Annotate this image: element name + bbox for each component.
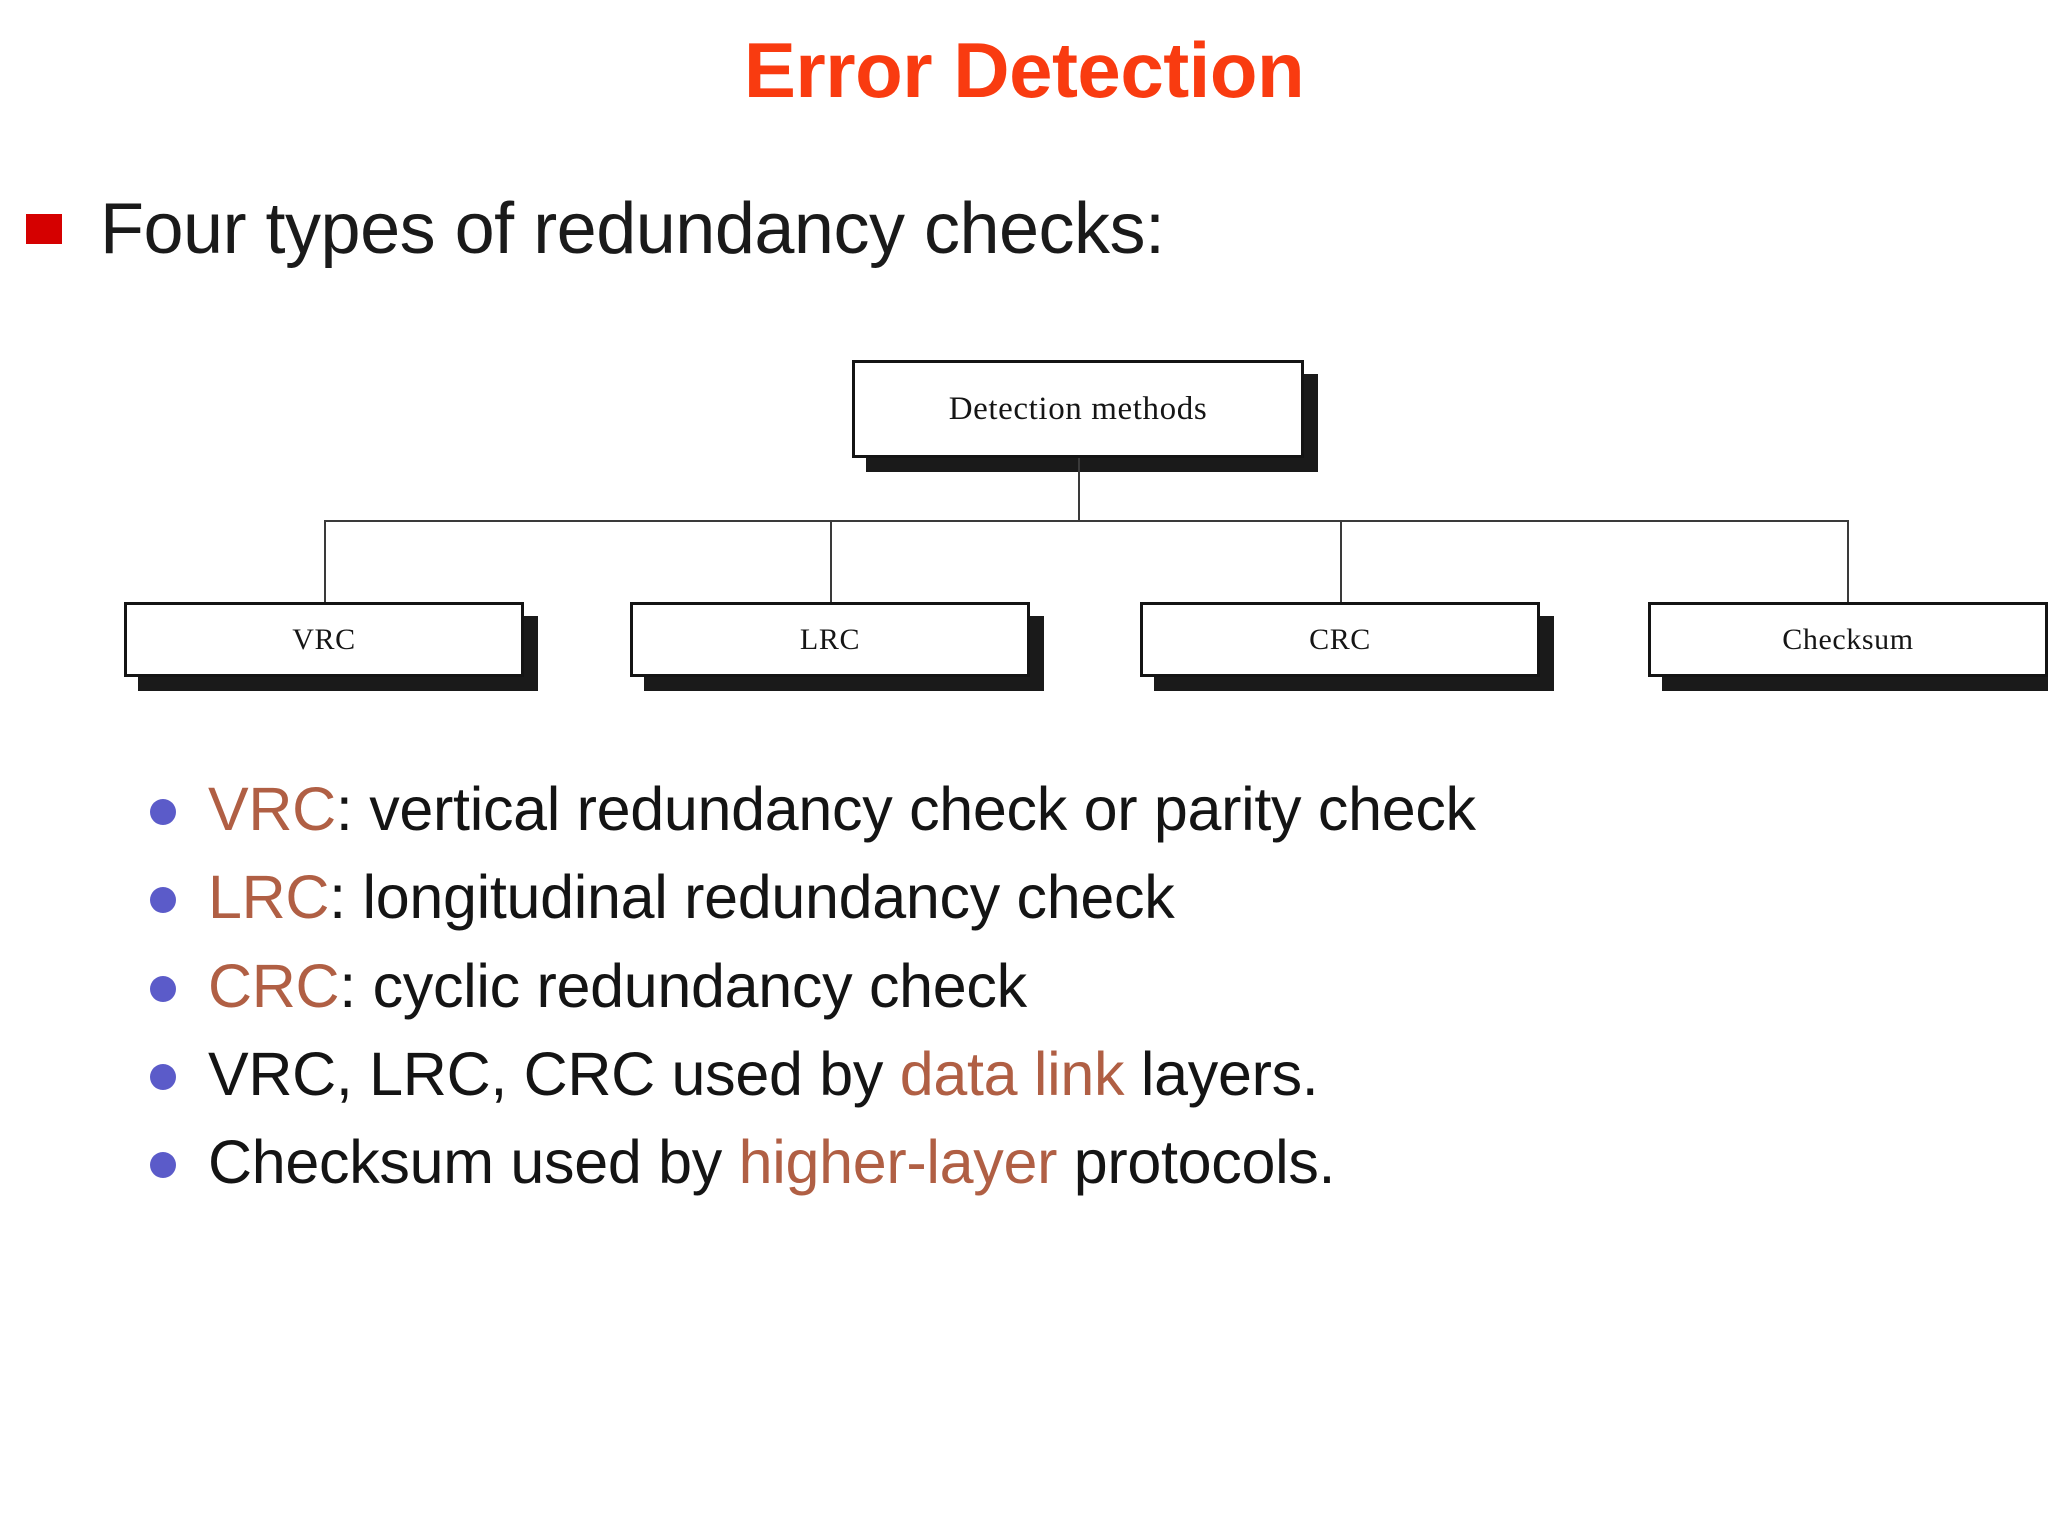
connector-horizontal-bus xyxy=(324,520,1848,522)
page-title: Error Detection xyxy=(743,26,1305,114)
detection-methods-diagram: Detection methods VRC LRC CRC Checksum xyxy=(0,350,2048,680)
connector-drop-checksum xyxy=(1847,520,1849,602)
list-item-separator: : xyxy=(335,775,370,843)
redundancy-check-list: VRC: vertical redundancy check or parity… xyxy=(150,775,2010,1217)
diagram-node-checksum: Checksum xyxy=(1648,602,2048,677)
connector-root-vertical xyxy=(1078,458,1080,520)
list-item-label: VRC: vertical redundancy check or parity… xyxy=(208,775,1476,843)
keyword-data-link: data link xyxy=(899,1039,1125,1108)
keyword-lrc: LRC xyxy=(208,863,330,932)
diagram-node-root: Detection methods xyxy=(852,360,1304,458)
keyword-crc: CRC xyxy=(208,951,340,1020)
lead-bullet-label: Four types of redundancy checks: xyxy=(100,189,1165,269)
diagram-node-crc: CRC xyxy=(1140,602,1540,677)
diagram-node-lrc: LRC xyxy=(630,602,1030,677)
round-bullet-icon xyxy=(150,887,176,914)
list-item: CRC: cyclic redundancy check xyxy=(150,952,2010,1020)
list-item-prefix: VRC, LRC, CRC used by xyxy=(208,1039,900,1108)
round-bullet-icon xyxy=(150,1063,176,1090)
list-item-text: cyclic redundancy check xyxy=(372,951,1028,1020)
list-item-separator: : xyxy=(339,951,373,1020)
list-item-label: VRC, LRC, CRC used by data link layers. xyxy=(208,1039,1319,1108)
list-item-text: vertical redundancy check or parity chec… xyxy=(369,775,1476,843)
list-item: VRC, LRC, CRC used by data link layers. xyxy=(150,1040,2010,1108)
list-item-label: LRC: longitudinal redundancy check xyxy=(208,863,1175,932)
list-item-text: longitudinal redundancy check xyxy=(362,863,1175,932)
keyword-higher-layer: higher-layer xyxy=(738,1128,1058,1197)
round-bullet-icon xyxy=(150,799,176,825)
connector-drop-crc xyxy=(1340,520,1342,602)
connector-drop-lrc xyxy=(830,520,832,602)
red-square-bullet-icon xyxy=(26,214,62,244)
list-item-text: protocols. xyxy=(1057,1128,1336,1197)
list-item-text: layers. xyxy=(1124,1039,1319,1108)
list-item: Checksum used by higher-layer protocols. xyxy=(150,1128,2010,1196)
lead-bullet-row: Four types of redundancy checks: xyxy=(26,188,1165,270)
keyword-vrc: VRC xyxy=(208,775,336,843)
list-item-label: Checksum used by higher-layer protocols. xyxy=(208,1128,1336,1197)
list-item: VRC: vertical redundancy check or parity… xyxy=(150,775,2010,843)
list-item: LRC: longitudinal redundancy check xyxy=(150,863,2010,931)
list-item-label: CRC: cyclic redundancy check xyxy=(208,952,1027,1020)
diagram-node-vrc: VRC xyxy=(124,602,524,677)
list-item-separator: : xyxy=(329,863,363,932)
round-bullet-icon xyxy=(150,975,176,1002)
round-bullet-icon xyxy=(150,1152,176,1179)
list-item-prefix: Checksum used by xyxy=(208,1128,739,1197)
connector-drop-vrc xyxy=(324,520,326,602)
